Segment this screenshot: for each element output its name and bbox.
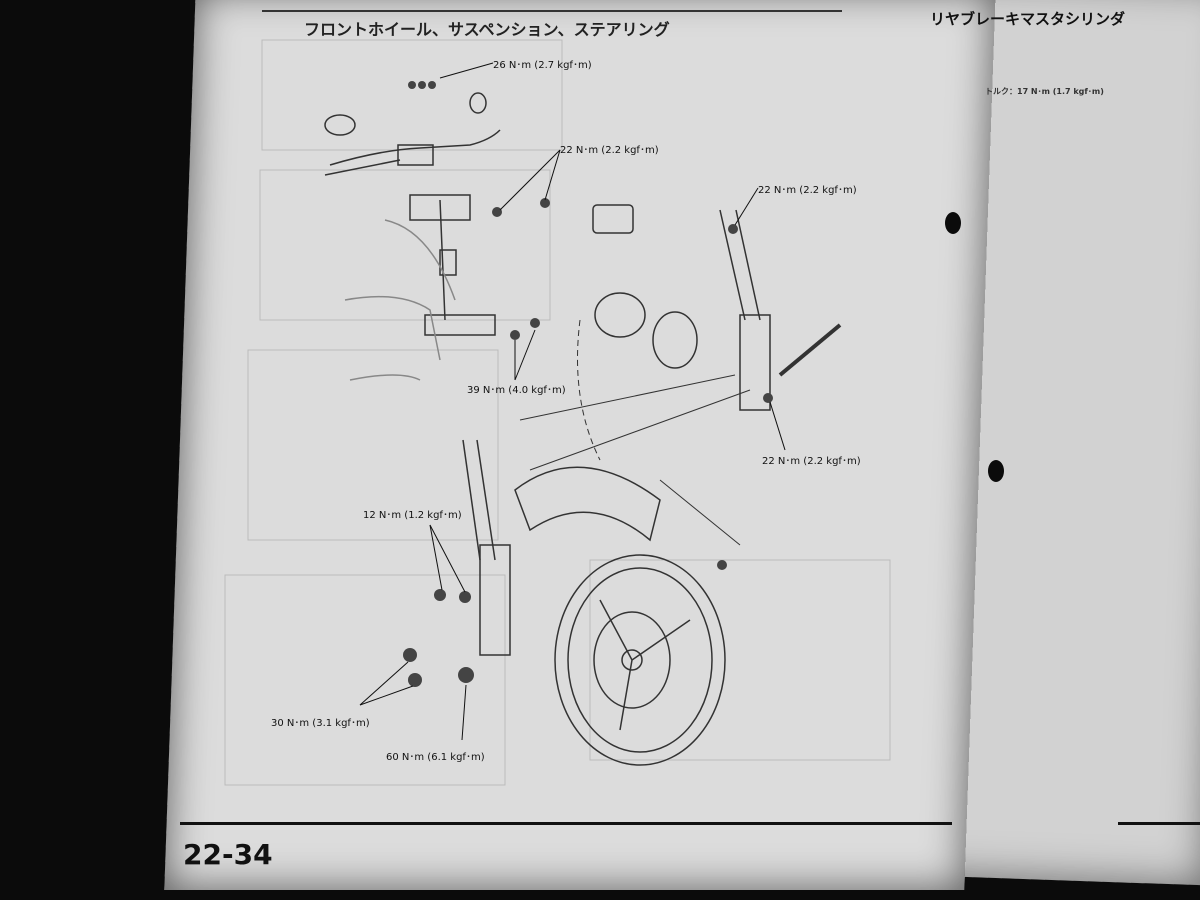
front-fender	[514, 466, 661, 542]
torque-callout-right-fork-top: 22 N･m (2.2 kgf･m)	[758, 185, 857, 196]
front-wheel	[554, 554, 726, 766]
page-title: フロントホイール、サスペンション、ステアリング	[304, 20, 670, 39]
torque-callout-bottom-bridge: 39 N･m (4.0 kgf･m)	[467, 385, 566, 396]
footer-rule-right	[1118, 822, 1200, 825]
fairing-lines	[344, 219, 456, 381]
speedometer	[592, 204, 634, 234]
torque-callout-top-bridge: 22 N･m (2.2 kgf･m)	[560, 145, 659, 156]
footer-rule	[180, 822, 952, 825]
faded-background-figures	[224, 39, 891, 786]
headlight	[594, 292, 698, 369]
left-fork	[462, 439, 511, 656]
right-page-title: リヤブレーキマスタシリンダ	[930, 10, 1126, 28]
page-number: 22-34	[183, 838, 273, 871]
leader-lines	[359, 62, 786, 741]
torque-callout-caliper: 12 N･m (1.2 kgf･m)	[363, 510, 462, 521]
torque-callout-right-fork-bottom: 22 N･m (2.2 kgf･m)	[762, 456, 861, 467]
torque-callout-handlebar: 26 N･m (2.7 kgf･m)	[493, 60, 592, 71]
guide-lines	[519, 319, 751, 546]
binder-hole	[945, 212, 961, 234]
right-fork	[719, 209, 842, 411]
binder-hole	[988, 460, 1004, 482]
steering-stem	[409, 194, 496, 336]
torque-callout-axle-nut: 60 N･m (6.1 kgf･m)	[386, 752, 485, 763]
handlebar	[324, 92, 501, 176]
title-rule	[262, 10, 842, 12]
fasteners	[403, 81, 773, 687]
right-page-torque-note: トルク：17 N･m (1.7 kgf･m)	[985, 87, 1104, 96]
torque-callout-axle-pinch: 30 N･m (3.1 kgf･m)	[271, 718, 370, 729]
